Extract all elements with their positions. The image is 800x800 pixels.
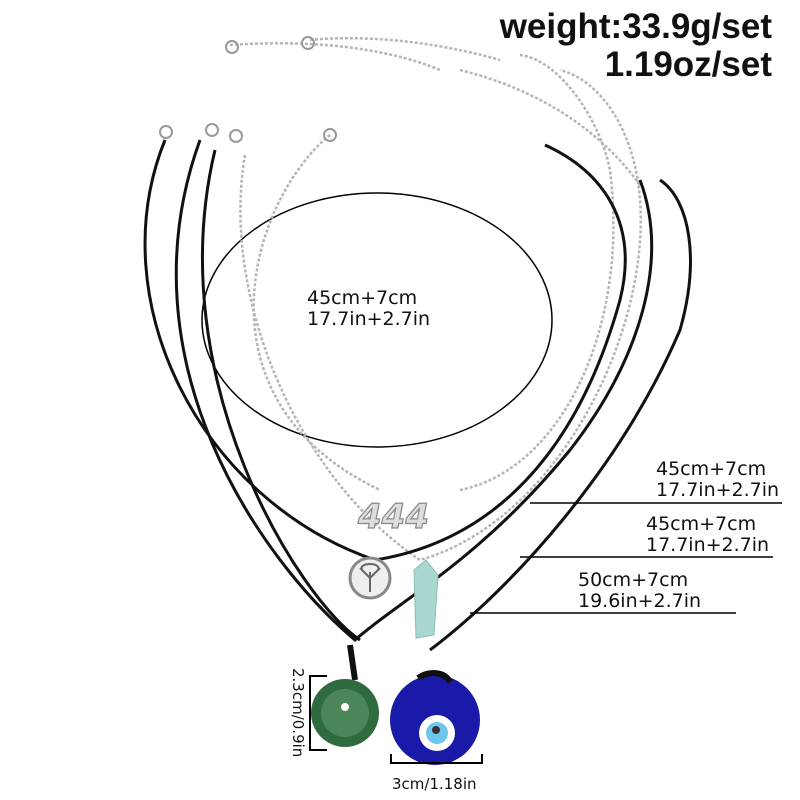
tree-of-life-pendant [348,556,392,600]
size-oval [201,192,553,448]
green-disc-pendant [311,644,379,747]
weight-label: weight:33.9g/set 1.19oz/set [500,8,772,84]
chain-extender-3 [459,68,642,186]
chain-extender-2 [309,36,501,62]
length-cm: 45cm+7cm [646,513,757,535]
length-in: 17.7in+2.7in [646,534,770,556]
green-disc-size: 2.3cm/0.9in [289,668,307,758]
cord-green [174,139,654,642]
length-in: 17.7in+2.7in [656,479,780,501]
evil-eye-pendant [390,670,480,765]
evil-eye-size: 3cm/1.18in [392,775,477,793]
length-label-2: 45cm+7cm 17.7in+2.7in [646,514,769,556]
weight-ounces: 1.19oz/set [604,45,772,84]
black-cords [143,139,692,652]
cord-blue [200,149,692,652]
oval-length-label: 45cm+7cm 17.7in+2.7in [307,288,430,330]
crystal-pendant [413,559,439,639]
length-label-1: 45cm+7cm 17.7in+2.7in [656,459,779,501]
length-label-3: 50cm+7cm 19.6in+2.7in [578,570,701,612]
width-bracket [390,754,483,764]
chain-444 [252,53,615,492]
measure-lines [470,502,782,614]
cord-tree [143,139,627,562]
length-cm: 45cm+7cm [656,458,767,480]
length-in: 19.6in+2.7in [578,590,702,612]
weight-grams: weight:33.9g/set [499,7,772,46]
length-in: 17.7in+2.7in [307,308,431,330]
silver-chains [229,36,642,562]
chain-extender-1 [229,42,441,72]
clasps [159,36,337,143]
height-bracket [309,675,327,751]
length-cm: 50cm+7cm [578,569,689,591]
pendant-444: 444 [357,497,429,537]
length-cm: 45cm+7cm [307,287,418,309]
chain-crystal [239,68,642,562]
